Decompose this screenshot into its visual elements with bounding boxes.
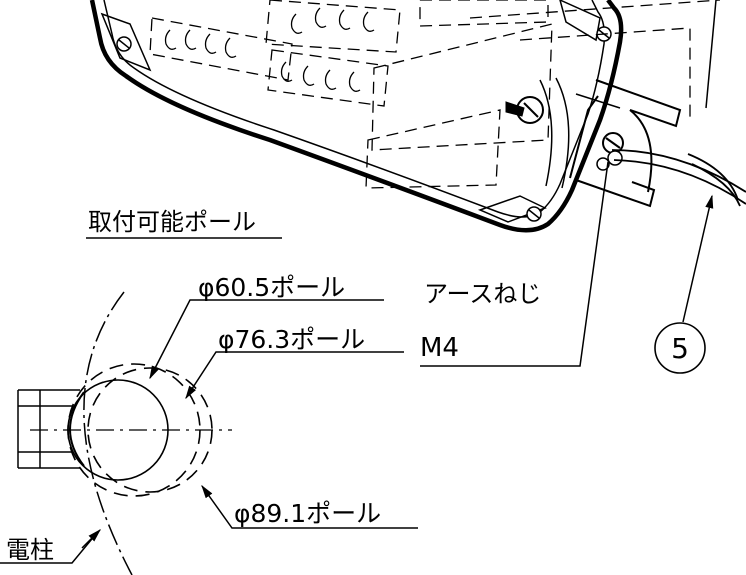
pole-89-1-label: φ89.1ポール [234, 499, 381, 528]
device-housing [89, 0, 624, 233]
leader-lines [0, 0, 717, 564]
cable-bracket [539, 77, 682, 208]
pole-dimension-leaders [149, 299, 418, 529]
earth-screw-size-label: M4 [420, 333, 459, 363]
utility-pole-label: 電柱 [6, 536, 54, 564]
screw-bottom-icon [526, 206, 542, 222]
cable [611, 149, 746, 207]
screw-top-left-icon [116, 36, 132, 52]
corner-screws [116, 26, 612, 222]
mountable-pole-heading: 取付可能ポール [88, 208, 256, 236]
pole-section [17, 291, 232, 575]
knob-icon [505, 96, 544, 124]
part-balloon-icon [654, 322, 706, 374]
display-segments [164, 7, 375, 92]
earth-screw-icon [596, 132, 624, 171]
part-number-label: 5 [671, 332, 689, 365]
pole-76-3-label: φ76.3ポール [218, 325, 365, 354]
internal-components-hidden [149, 0, 721, 189]
earth-screw-label: アースねじ [424, 280, 541, 308]
pole-60-5-label: φ60.5ポール [198, 273, 345, 302]
